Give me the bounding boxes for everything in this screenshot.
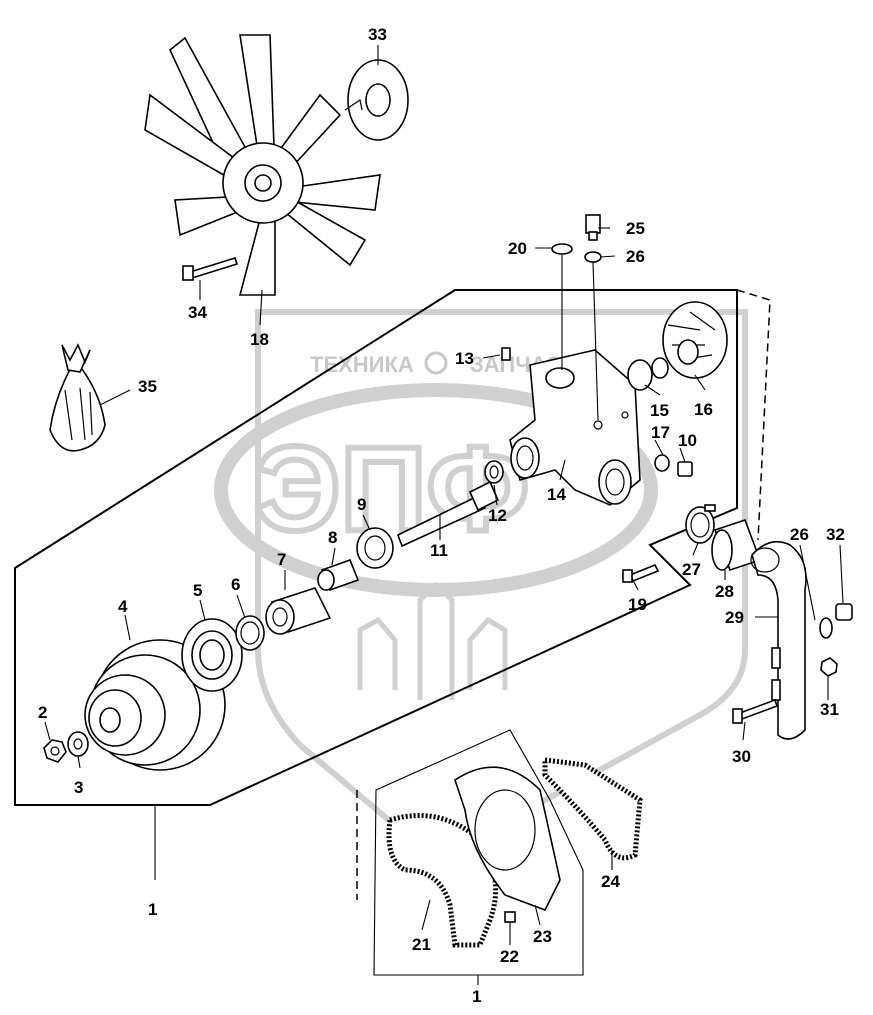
callout-4: 4 [118,597,128,616]
drain-washer [654,454,670,472]
grease-tube [49,343,106,452]
callout-11: 11 [430,541,448,560]
callout-26: 26 [626,247,645,266]
bearing [181,618,243,692]
callout-9: 9 [357,495,366,514]
leader-lines [44,45,844,985]
callout-21: 21 [412,935,431,954]
pipe-washer [819,617,833,639]
callout-6: 6 [231,575,240,594]
hose-clamp [685,504,716,544]
callout-29: 29 [725,608,744,627]
callout-20: 20 [508,239,527,258]
small-sleeve [317,558,360,592]
callout-34: 34 [188,303,207,322]
pump-housing [509,349,641,506]
shaft-bearing [356,527,394,569]
shaft-seal [484,460,504,484]
callout-23: 23 [533,927,552,946]
callout-13: 13 [455,349,474,368]
callout-15: 15 [650,401,669,420]
callout-26-second: 26 [790,525,809,544]
callout-5: 5 [193,581,202,600]
spacer-sleeve [265,587,332,635]
callout-28: 28 [715,582,734,601]
callout-12: 12 [488,506,507,525]
impeller-seal [627,357,669,391]
fan-spacer [344,59,409,141]
watermark-wheat-icon [357,581,508,700]
callout-8: 8 [328,528,337,547]
housing-bolt [622,563,660,583]
cover-screw [504,911,516,923]
callout-14: 14 [547,485,566,504]
callout-19: 19 [628,595,647,614]
callout-32: 32 [826,525,845,544]
callout-16: 16 [694,400,713,419]
temperature-sensor [585,214,601,241]
callout-17: 17 [651,423,670,442]
watermark-text-left: ТЕХНИКА [310,352,414,377]
callout-25: 25 [626,219,645,238]
watermark: ТЕХНИКА ЗАПЧАСТИ ЭПФ [214,309,748,864]
callout-10: 10 [678,431,697,450]
plug [501,347,511,361]
callout-18: 18 [250,330,269,349]
callout-2: 2 [38,703,47,722]
callout-31: 31 [820,700,839,719]
o-ring [551,243,573,370]
callout-30: 30 [732,747,751,766]
callout-24: 24 [601,872,620,891]
snap-ring [235,615,265,651]
fan-assembly [144,34,381,296]
pump-shaft [397,480,500,548]
callout-labels: 33 34 18 35 20 25 26 13 15 16 17 10 14 1… [38,25,845,1006]
coolant-hose [711,518,762,572]
cover-gasket [542,757,643,861]
gasket [386,813,499,948]
callout-35: 35 [138,377,157,396]
drain-plug [677,461,693,477]
pipe-plug [835,603,853,621]
cover-plate [454,766,561,912]
assembly-frame [14,289,738,806]
callout-33: 33 [368,25,387,44]
pipe-nut [820,657,838,677]
pipe-bolt [732,698,779,724]
callout-1-main: 1 [148,900,157,919]
impeller [662,301,728,379]
watermark-emblem [214,383,658,597]
callout-1-kit: 1 [472,987,481,1006]
assembly-frame-dashed-extension [736,289,771,541]
gasket-kit-frame [373,729,584,976]
callout-7: 7 [277,550,286,569]
callout-22: 22 [500,947,519,966]
callout-27: 27 [682,560,701,579]
washer [67,731,89,757]
callout-3: 3 [74,778,83,797]
watermark-gear-icon [424,351,448,375]
nut [43,739,67,763]
coolant-pipe [750,540,807,740]
fan-bolt [182,257,239,281]
